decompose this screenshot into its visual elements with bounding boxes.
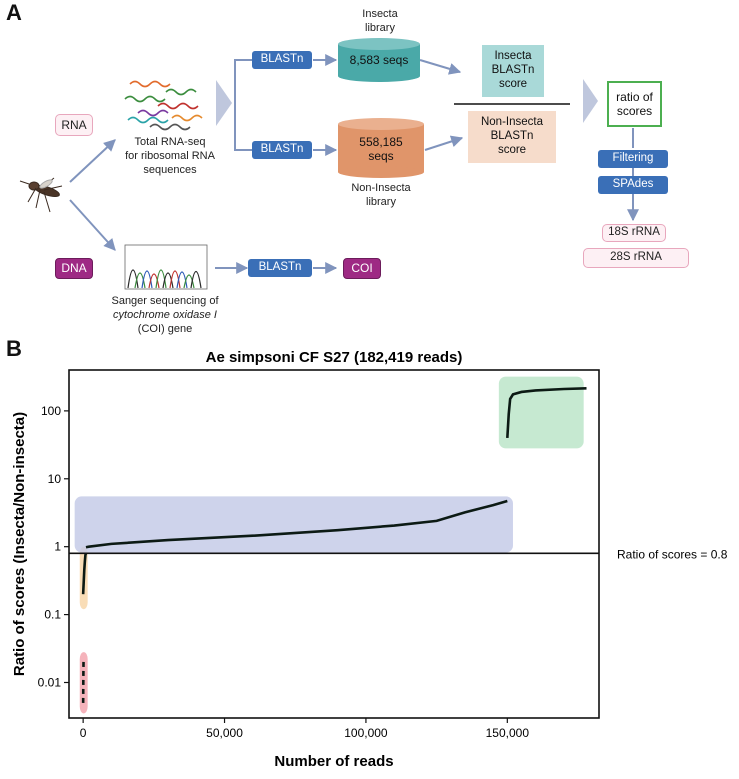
y-tick-label: 10 xyxy=(48,472,62,486)
noninsecta-score-line-2: BLASTn xyxy=(490,130,534,143)
insecta-seqs-count: 8,583 seqs xyxy=(349,52,409,67)
threshold-note: Ratio of scores = 0.8 xyxy=(617,547,728,561)
y-tick-label: 100 xyxy=(41,404,61,418)
coi-label: COI xyxy=(343,258,381,279)
noninsecta-library-title-line-2: library xyxy=(366,195,396,208)
noninsecta-library-title: Non-Insecta library xyxy=(335,182,427,210)
rnaseq-caption-line-3: sequences xyxy=(143,163,197,176)
chevron-2 xyxy=(583,79,598,123)
panel-b-letter: B xyxy=(6,336,22,361)
insecta-library-title-line-2: library xyxy=(365,21,395,34)
panel-a-arrows xyxy=(19,38,639,290)
ratio-chart: Ae simpsoni CF S27 (182,419 reads) 0.01 0.… xyxy=(11,349,728,770)
plot-frame xyxy=(68,369,600,719)
sanger-caption-line-2: cytochrome oxidase I xyxy=(113,308,217,321)
rnaseq-caption-line-1: Total RNA-seq xyxy=(134,136,206,148)
arrow-to-rnaseq xyxy=(69,139,116,183)
dna-label: DNA xyxy=(55,258,93,279)
x-axis-label: Number of reads xyxy=(274,753,393,770)
arrow-to-insecta-score xyxy=(419,59,462,75)
rnaseq-caption: Total RNA-seq for ribosomal RNA sequence… xyxy=(110,136,230,177)
chromatogram-icon xyxy=(124,244,208,290)
insecta-library-title: Insecta library xyxy=(340,8,420,36)
series-line-3 xyxy=(85,499,508,549)
rnaseq-caption-line-2: for ribosomal RNA xyxy=(125,149,215,162)
blastn-mid-box: BLASTn xyxy=(252,141,312,159)
sanger-caption-line-3: (COI) gene xyxy=(137,322,193,335)
insecta-library-title-line-1: Insecta xyxy=(362,8,398,20)
noninsecta-library-cylinder xyxy=(338,118,424,178)
blastn-top-box: BLASTn xyxy=(252,51,312,69)
noninsecta-library-title-line-1: Non-Insecta xyxy=(351,182,411,194)
ratio-line-1: ratio of xyxy=(616,89,653,104)
series-line-2 xyxy=(81,552,88,595)
split-line-mid xyxy=(234,103,252,151)
noninsecta-score-line-1: Non-Insecta xyxy=(480,116,543,129)
highlight-region-3 xyxy=(74,496,513,553)
y-tick-label: 1 xyxy=(54,540,61,554)
split-line-top xyxy=(234,59,252,150)
rrna-28s-box: 28S rRNA xyxy=(583,248,689,268)
highlight-region-4 xyxy=(498,376,584,449)
blastn-bottom-box: BLASTn xyxy=(248,259,312,277)
arrow-to-sanger xyxy=(69,199,116,251)
noninsecta-score-box: Non-Insecta BLASTn score xyxy=(468,111,556,163)
panel-a-letter: A xyxy=(6,0,22,25)
noninsecta-seqs-line-2: seqs xyxy=(368,149,394,163)
x-tick-label: 150,000 xyxy=(486,726,530,740)
x-tick-label: 50,000 xyxy=(206,726,243,740)
rna-label: RNA xyxy=(55,114,93,136)
rna-waves-icon xyxy=(124,80,203,131)
filtering-box: Filtering xyxy=(598,150,668,168)
chevron-1 xyxy=(216,80,232,126)
sanger-caption: Sanger sequencing of cytochrome oxidase … xyxy=(100,295,230,336)
ratio-of-scores-box: ratio of scores xyxy=(607,81,662,127)
insecta-score-line-2: BLASTn xyxy=(491,64,535,77)
insecta-score-line-1: Insecta xyxy=(494,50,532,63)
y-tick-label: 0.01 xyxy=(38,675,62,689)
insecta-library-cylinder xyxy=(338,38,420,82)
sanger-caption-line-1: Sanger sequencing of xyxy=(111,295,219,307)
rrna-18s-box: 18S rRNA xyxy=(602,224,666,242)
x-tick-label: 100,000 xyxy=(344,726,388,740)
y-axis-label: Ratio of scores (Insecta/Non-insecta) xyxy=(11,412,28,676)
spades-box: SPAdes xyxy=(598,176,668,194)
insecta-score-box: Insecta BLASTn score xyxy=(482,45,544,97)
mosquito-icon xyxy=(19,177,63,213)
arrow-to-noninsecta-score xyxy=(424,135,464,151)
x-tick-label: 0 xyxy=(80,726,87,740)
chart-title: Ae simpsoni CF S27 (182,419 reads) xyxy=(206,349,463,366)
noninsecta-score-line-3: score xyxy=(497,143,527,156)
y-tick-label: 0.1 xyxy=(44,608,61,622)
noninsecta-seqs-line-1: 558,185 xyxy=(359,134,403,149)
noninsecta-seqs-count: 558,185 seqs xyxy=(338,132,424,166)
series-line-4 xyxy=(506,387,587,438)
ratio-line-2: scores xyxy=(616,104,653,118)
insecta-score-line-3: score xyxy=(498,77,528,90)
